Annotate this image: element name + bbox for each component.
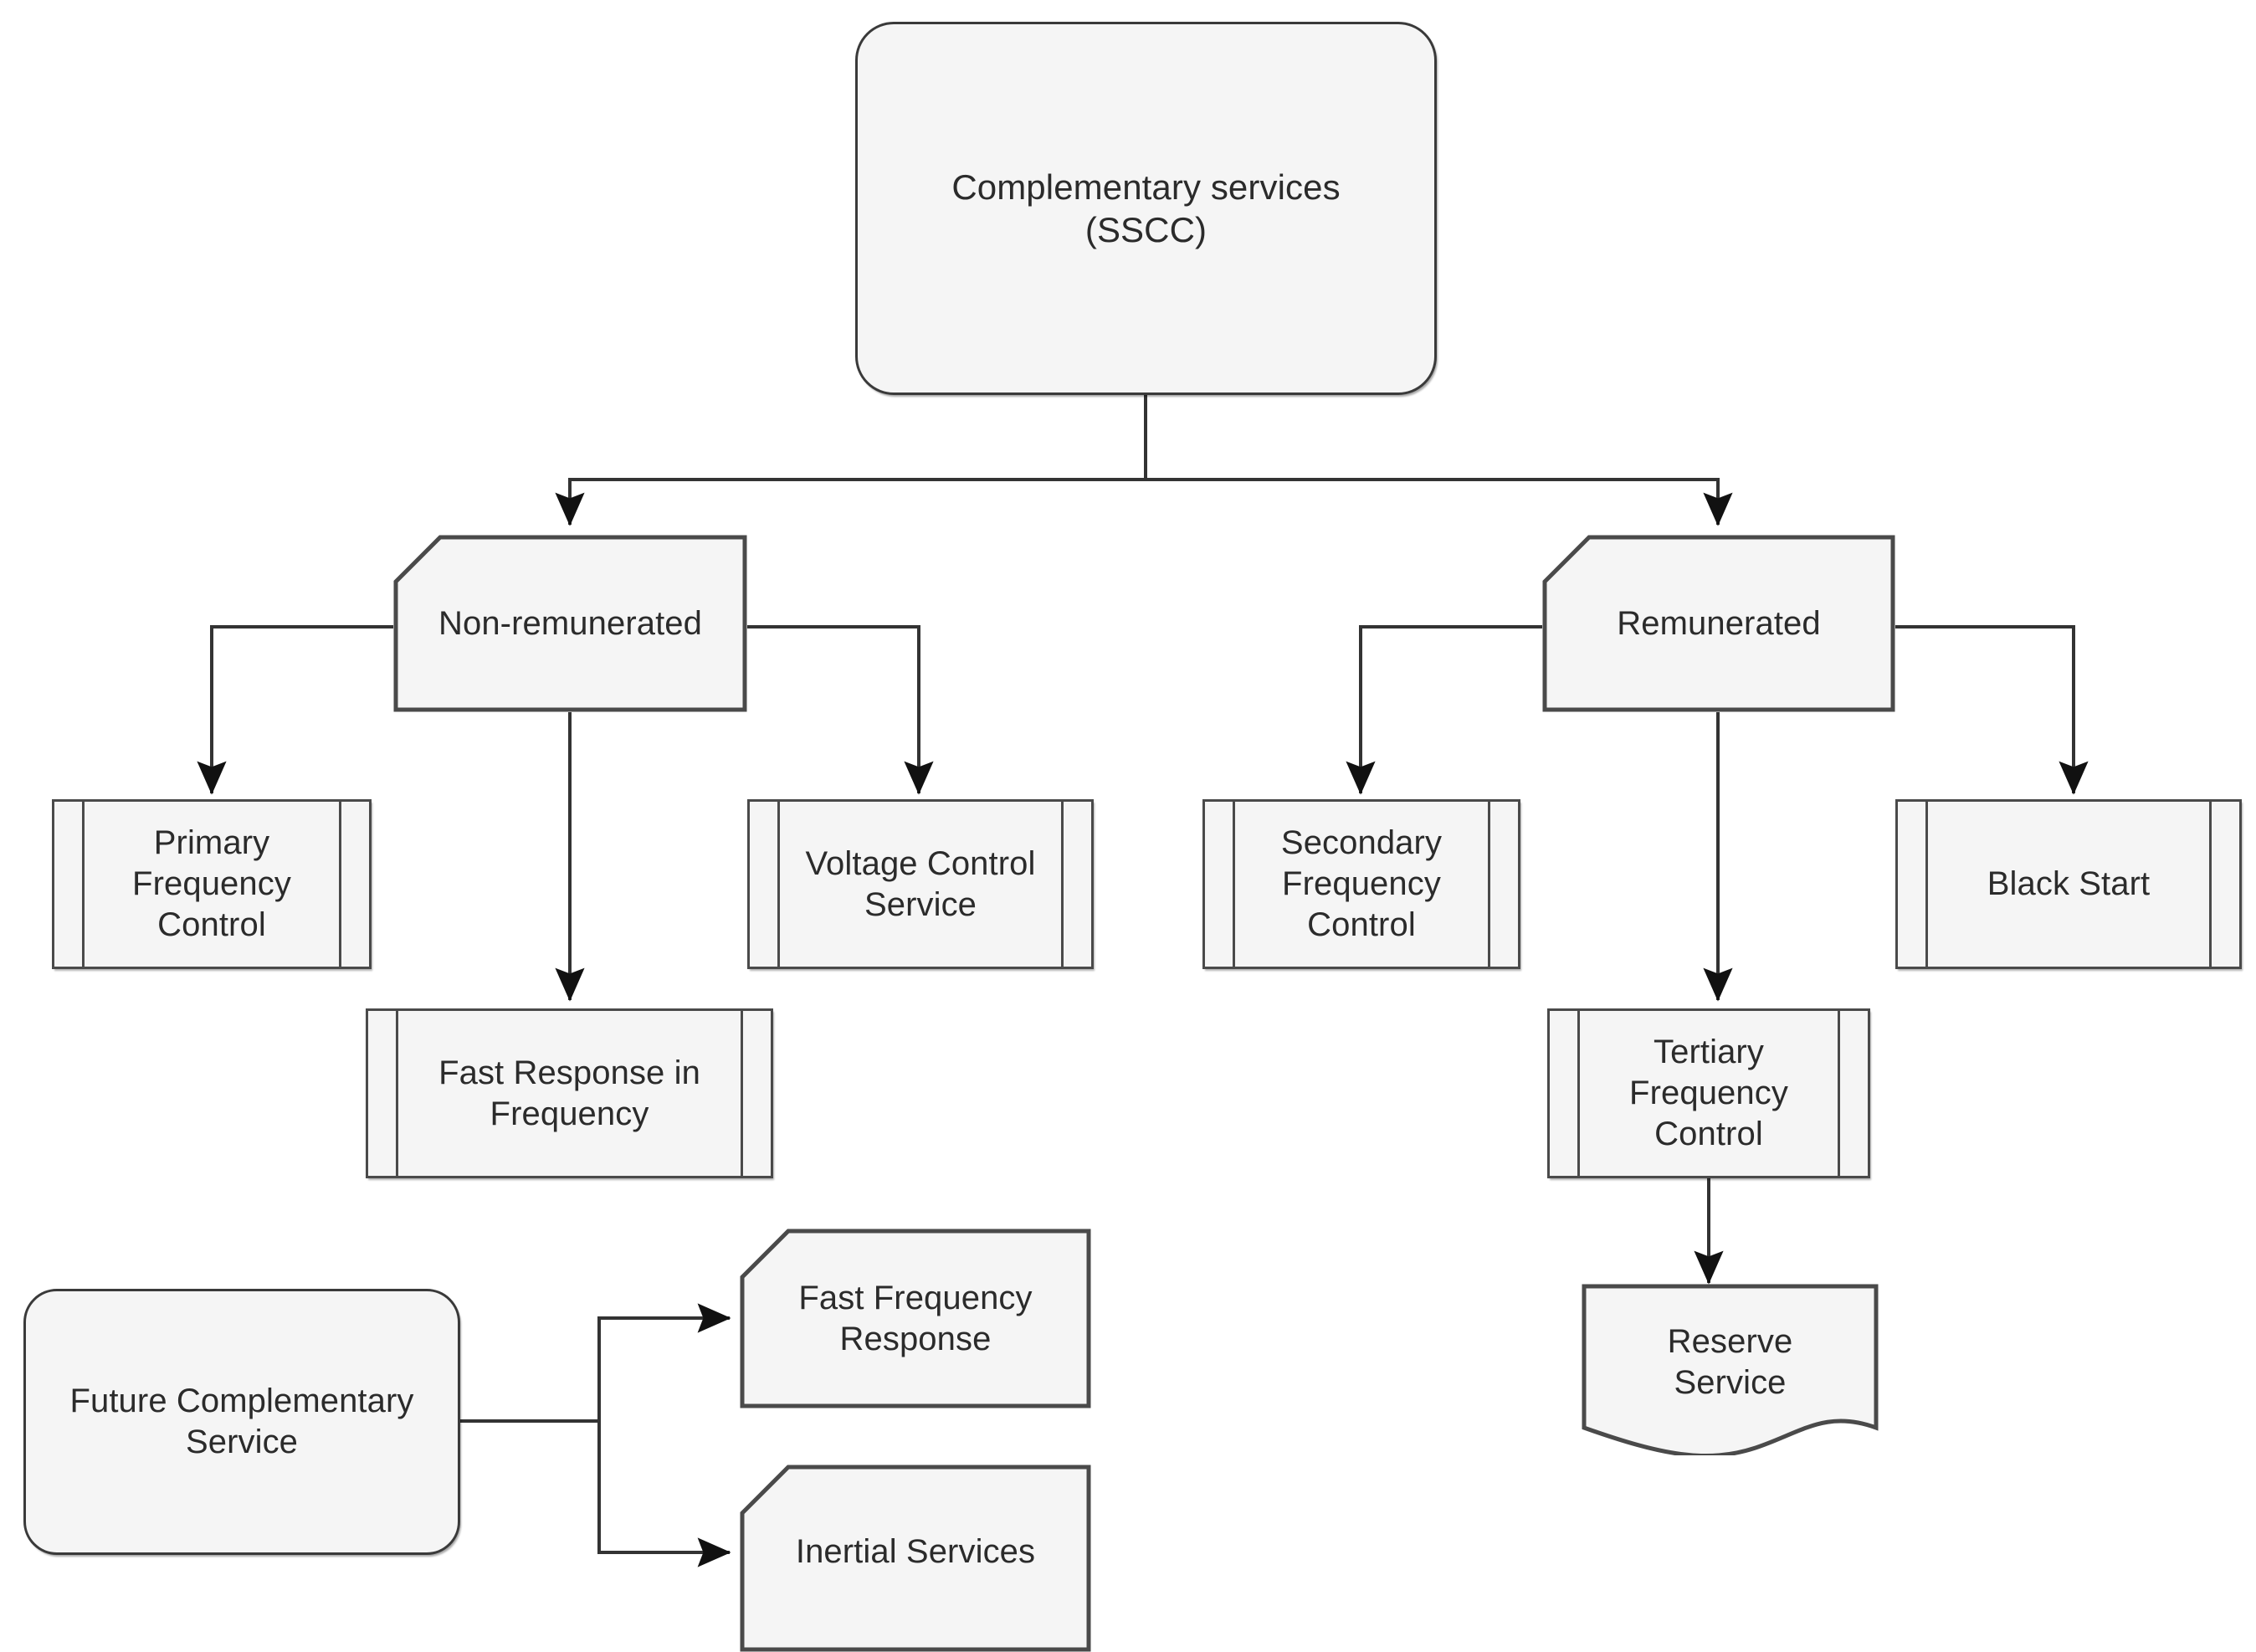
- node-secondary-frequency-control[interactable]: Secondary Frequency Control: [1202, 799, 1520, 969]
- edge-root-to-non-remunerated: [555, 395, 1147, 526]
- cut-corner-shape: [740, 1229, 1091, 1408]
- node-fast-response-in-frequency-label: Fast Response in Frequency: [438, 1054, 700, 1132]
- edge-future-to-fast-frequency-response: [460, 1303, 731, 1423]
- node-non-remunerated[interactable]: Non-remunerated: [393, 535, 747, 712]
- node-root[interactable]: Complementary services (SSCC): [855, 22, 1437, 395]
- edge-root-to-remunerated: [1144, 395, 1733, 526]
- node-inertial-services[interactable]: Inertial Services: [740, 1465, 1091, 1652]
- node-reserve-service[interactable]: Reserve Service: [1582, 1284, 1879, 1455]
- cut-corner-shape: [393, 535, 747, 712]
- process-bar-right: [741, 1011, 743, 1176]
- node-tertiary-frequency-control[interactable]: Tertiary Frequency Control: [1547, 1008, 1870, 1178]
- edge-nonrem-to-voltage: [747, 625, 934, 795]
- node-voltage-control-service[interactable]: Voltage Control Service: [747, 799, 1094, 969]
- node-future-complementary-service-label: Future Complementary Service: [69, 1383, 414, 1460]
- process-bar-right: [1838, 1011, 1840, 1176]
- node-remunerated[interactable]: Remunerated: [1542, 535, 1895, 712]
- process-bar-left: [1925, 802, 1928, 967]
- edge-rem-to-black-start: [1895, 625, 2089, 795]
- cut-corner-shape: [740, 1465, 1091, 1652]
- node-reserve-service-label: Reserve Service: [1667, 1322, 1793, 1401]
- node-tertiary-frequency-control-label: Tertiary Frequency Control: [1629, 1034, 1788, 1152]
- process-bar-right: [1488, 802, 1490, 967]
- process-bar-right: [1061, 802, 1064, 967]
- process-bar-left: [396, 1011, 398, 1176]
- edge-group-remunerated: [1346, 625, 2089, 1002]
- node-primary-frequency-control[interactable]: Primary Frequency Control: [52, 799, 372, 969]
- node-root-label: Complementary services (SSCC): [951, 167, 1341, 249]
- node-fast-response-in-frequency[interactable]: Fast Response in Frequency: [366, 1008, 773, 1178]
- document-shape: [1582, 1284, 1879, 1455]
- node-fast-frequency-response-label: Fast Frequency Response: [798, 1279, 1033, 1357]
- node-black-start-label: Black Start: [1987, 865, 2151, 903]
- edge-group-root: [555, 395, 1733, 526]
- node-fast-frequency-response[interactable]: Fast Frequency Response: [740, 1229, 1091, 1408]
- node-black-start[interactable]: Black Start: [1895, 799, 2242, 969]
- edge-rem-to-secondary: [1346, 625, 1542, 795]
- process-bar-left: [1233, 802, 1235, 967]
- process-bar-right: [2209, 802, 2212, 967]
- process-bar-left: [1577, 1011, 1580, 1176]
- process-bar-right: [339, 802, 341, 967]
- cut-corner-shape: [1542, 535, 1895, 712]
- node-secondary-frequency-control-label: Secondary Frequency Control: [1280, 824, 1443, 943]
- node-inertial-services-label: Inertial Services: [795, 1532, 1036, 1570]
- node-remunerated-label: Remunerated: [1617, 604, 1821, 642]
- node-future-complementary-service[interactable]: Future Complementary Service: [23, 1289, 460, 1555]
- node-voltage-control-service-label: Voltage Control Service: [805, 844, 1036, 923]
- node-non-remunerated-label: Non-remunerated: [438, 604, 702, 642]
- node-primary-frequency-control-label: Primary Frequency Control: [132, 824, 291, 943]
- process-bar-left: [82, 802, 85, 967]
- edge-group-future: [460, 1303, 731, 1567]
- edge-group-non-remunerated: [197, 625, 934, 1002]
- process-bar-left: [777, 802, 780, 967]
- edge-nonrem-to-primary: [197, 625, 393, 795]
- edge-future-to-inertial-services: [460, 1419, 731, 1567]
